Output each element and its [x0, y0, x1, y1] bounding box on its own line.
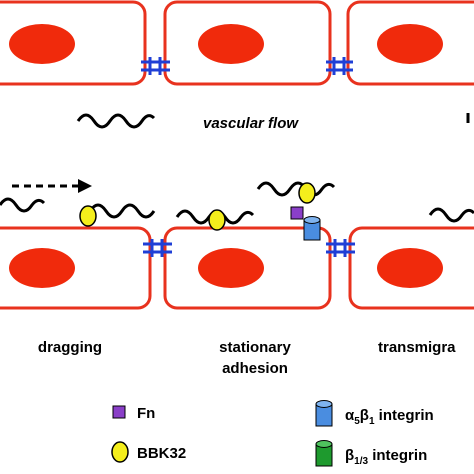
transmigrating-bacterium: [428, 207, 474, 223]
bottom-junctions: [143, 239, 355, 257]
top-nucleus-3: [377, 24, 443, 64]
legend-fn-label: Fn: [137, 405, 155, 422]
integrin-bound-bacterium: [256, 181, 336, 197]
vascular-flow-label: vascular flow: [203, 115, 299, 132]
legend-b13-label: β1/3 integrin: [345, 447, 427, 467]
top-junction-1: [141, 57, 170, 75]
legend: Fn BBK32 α5β1 integrin β1/3 integrin: [111, 400, 434, 467]
flowing-bacterium: [76, 113, 156, 129]
top-junction-2: [326, 57, 353, 75]
top-cell-3: [346, 0, 474, 86]
top-cell-1: [0, 0, 147, 86]
top-cell-row: [0, 0, 474, 86]
legend-bbk32-label: BBK32: [137, 445, 186, 462]
top-cell-2: [163, 0, 332, 86]
legend-fn-swatch: [112, 405, 126, 419]
stage-label-stationary: stationary: [219, 339, 291, 356]
dragging-arrow: [12, 179, 92, 193]
bottom-junction-2: [326, 239, 355, 257]
bbk32-marker-adhesion: [208, 209, 226, 231]
bottom-nucleus-3: [377, 248, 443, 288]
stage-label-transmigration: transmigra: [378, 339, 456, 356]
stage-label-adhesion: adhesion: [222, 360, 288, 377]
top-junctions: [141, 57, 353, 75]
legend-b13-swatch: [315, 440, 333, 467]
dragging-bacterium: [88, 203, 156, 219]
stage-label-dragging: dragging: [38, 339, 102, 356]
bbk32-marker-dragging: [79, 205, 97, 227]
top-nucleus-2: [198, 24, 264, 64]
bottom-nucleus-2: [198, 248, 264, 288]
legend-bbk32-swatch: [111, 441, 129, 463]
fn-marker: [290, 206, 304, 220]
bottom-cell-1: [0, 226, 152, 310]
top-nucleus-1: [9, 24, 75, 64]
bottom-junction-1: [143, 239, 172, 257]
bottom-cell-2: [163, 226, 332, 310]
bottom-cell-3: [348, 226, 474, 310]
bottom-nucleus-1: [9, 248, 75, 288]
legend-a5b1-label: α5β1 integrin: [345, 407, 434, 427]
a5b1-integrin-marker: [303, 216, 321, 241]
legend-a5b1-swatch: [315, 400, 333, 427]
dragging-bacterium-left: [0, 197, 46, 213]
bottom-cell-row: [0, 226, 474, 310]
bbk32-marker-integrin: [298, 182, 316, 204]
